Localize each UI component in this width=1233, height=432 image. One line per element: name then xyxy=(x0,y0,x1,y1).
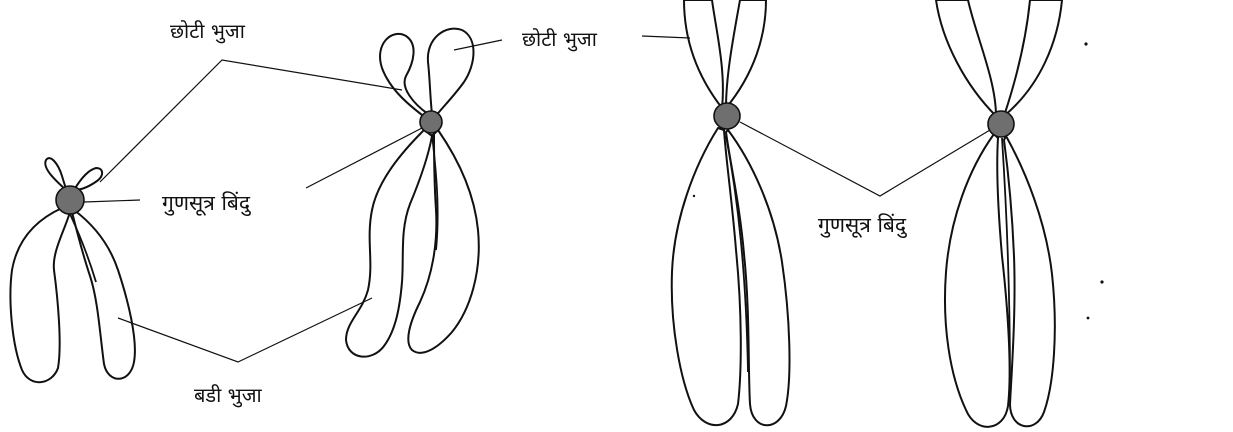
leader-centromere-a xyxy=(84,200,140,202)
chromosome-c-short-arm-right xyxy=(726,0,766,108)
chromosome-a-long-arm-right xyxy=(72,210,135,379)
chromosome-c xyxy=(672,0,790,425)
chromosome-a-short-arm-left xyxy=(45,158,66,190)
chromosome-d-short-arm-right xyxy=(1004,0,1062,116)
chromosome-c-short-arm-left xyxy=(684,0,723,108)
speck xyxy=(1087,317,1090,320)
chromosome-b-short-arm-left xyxy=(380,34,428,118)
chromosome-d xyxy=(936,0,1062,427)
label-centromere-left: गुणसूत्र बिंदु xyxy=(162,191,252,217)
leader-short-arm-c xyxy=(642,36,690,38)
label-short-arm-right: छोटी भुजा xyxy=(522,27,598,52)
chromosome-d-long-arm-right xyxy=(1004,136,1055,426)
speck xyxy=(693,195,695,197)
leader-long-arm xyxy=(118,298,372,362)
chromosome-d-centromere xyxy=(988,111,1014,137)
chromosome-b-centromere xyxy=(420,111,442,133)
chromosome-c-long-arm-left xyxy=(672,128,741,425)
chromosome-b xyxy=(346,29,479,357)
chromosome-a-long-arm-left xyxy=(10,208,70,382)
chromosome-a-centromere xyxy=(56,186,84,214)
leader-short-arm-left xyxy=(100,60,402,182)
leader-centromere-cd xyxy=(740,122,990,196)
chromosome-b-short-arm-right xyxy=(428,29,474,118)
label-short-arm-left: छोटी भुजा xyxy=(170,19,246,44)
labels: छोटी भुजा छोटी भुजा गुणसूत्र बिंदु गुणसू… xyxy=(162,19,908,408)
label-centromere-right: गुणसूत्र बिंदु xyxy=(818,213,908,239)
chromosome-d-short-arm-left xyxy=(936,0,996,116)
speck xyxy=(1100,280,1103,283)
chromosome-d-long-arm-left xyxy=(945,134,1010,427)
label-long-arm: बडी भुजा xyxy=(194,383,263,408)
speck xyxy=(1084,42,1087,45)
chromosome-a xyxy=(10,158,134,382)
chromosome-c-centromere xyxy=(714,103,740,129)
chromosome-a-short-arm-right xyxy=(74,168,102,190)
